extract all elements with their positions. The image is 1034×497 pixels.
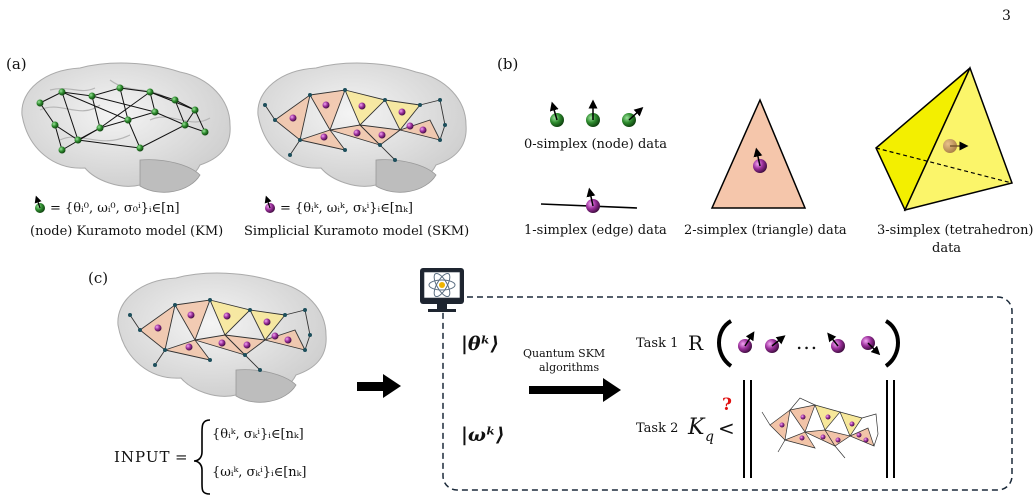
task2-question-mark: ? (722, 395, 732, 415)
simplex3-tetrahedron (875, 66, 1013, 212)
task2-K: K (688, 415, 705, 440)
task2-less: < (718, 416, 735, 440)
input-set-theta: {θᵢᵏ, σₖⁱ}ᵢ∈[nₖ] (212, 427, 304, 442)
task2-norm (743, 380, 895, 478)
input-arrow (357, 374, 401, 398)
algorithm-label-line1: Quantum SKM (523, 347, 606, 360)
panel-b-label: (b) (497, 55, 519, 73)
simplex1-edge (540, 187, 638, 213)
input-equals: = (175, 448, 188, 466)
task1-dots: ... (796, 330, 819, 354)
km-legend-node (34, 195, 45, 213)
simplex2-triangle (710, 98, 807, 209)
simplex3-label-line2: data (932, 241, 962, 256)
input-brace (193, 419, 211, 495)
simplex0-label: 0-simplex (node) data (524, 137, 667, 152)
skm-legend-node (264, 195, 275, 213)
ket-omega: |ωᵏ⟩ (461, 424, 505, 446)
brain-input (117, 272, 327, 403)
task2-q: q (705, 429, 714, 445)
simplex2-label: 2-simplex (triangle) data (684, 223, 847, 238)
km-caption: (node) Kuramoto model (KM) (30, 224, 224, 239)
brain-km (21, 62, 231, 193)
task1-label: Task 1 (636, 336, 679, 351)
ket-theta: |θᵏ⟩ (461, 333, 500, 355)
task1-R: R (688, 331, 704, 355)
panel-c-label: (c) (88, 269, 109, 287)
algorithm-label-line2: algorithms (539, 361, 600, 374)
task1-expression (717, 319, 900, 368)
simplex1-label: 1-simplex (edge) data (524, 223, 667, 238)
quantum-box (442, 296, 1013, 491)
skm-formula: = {θᵢᵏ, ωᵢᵏ, σₖⁱ}ᵢ∈[nₖ] (280, 201, 413, 216)
quantum-computer-icon (420, 268, 464, 312)
input-word: INPUT (114, 448, 171, 466)
simplex0-nodes (549, 99, 644, 127)
panel-a-label: (a) (6, 55, 27, 73)
task2-label: Task 2 (636, 421, 679, 436)
brain-skm (257, 62, 467, 193)
algorithm-arrow (529, 378, 621, 402)
input-set-omega: {ωᵢᵏ, σₖⁱ}ᵢ∈[nₖ] (212, 465, 307, 480)
page-number: 3 (1002, 8, 1011, 24)
simplex3-label-line1: 3-simplex (tetrahedron) (877, 223, 1034, 238)
km-formula: = {θᵢ⁰, ωᵢ⁰, σ₀ⁱ}ᵢ∈[n] (50, 201, 180, 216)
skm-caption: Simplicial Kuramoto model (SKM) (244, 224, 470, 239)
